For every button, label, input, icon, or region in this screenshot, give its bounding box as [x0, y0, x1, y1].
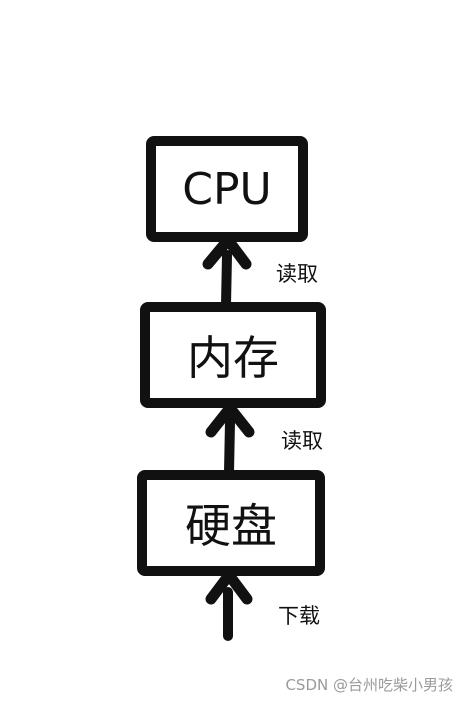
arrow-download-to-disk: [205, 569, 253, 641]
cpu-label: CPU: [182, 163, 272, 215]
edge-label-memory-to-cpu: 读取: [276, 262, 318, 286]
arrow-memory-to-cpu: [202, 234, 252, 310]
memory-box: [140, 302, 326, 408]
disk-label: 硬盘: [185, 499, 277, 553]
edge-label-disk-to-memory: 读取: [281, 429, 323, 453]
edge-label-download-to-disk: 下载: [278, 604, 320, 628]
arrow-disk-to-memory: [205, 402, 255, 477]
memory-label: 内存: [187, 331, 279, 385]
watermark-text: CSDN @台州吃柴小男孩: [285, 676, 453, 694]
